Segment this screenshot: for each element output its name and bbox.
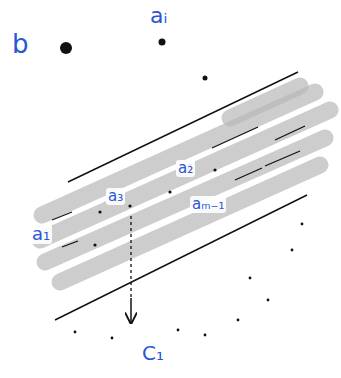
projection-arrow	[130, 298, 132, 322]
point-label: a₂	[176, 160, 195, 177]
points	[60, 39, 303, 340]
projection-line	[130, 216, 131, 298]
point-label: b	[10, 30, 31, 58]
point-label: aₘ₋₁	[190, 196, 226, 213]
point-label: a₃	[106, 188, 125, 205]
point-label: aᵢ	[148, 4, 169, 28]
set-label: C₁	[140, 342, 166, 364]
shading	[40, 86, 330, 282]
dashes	[52, 126, 305, 247]
point-label: a₁	[30, 224, 52, 244]
slab-lines	[55, 72, 307, 320]
